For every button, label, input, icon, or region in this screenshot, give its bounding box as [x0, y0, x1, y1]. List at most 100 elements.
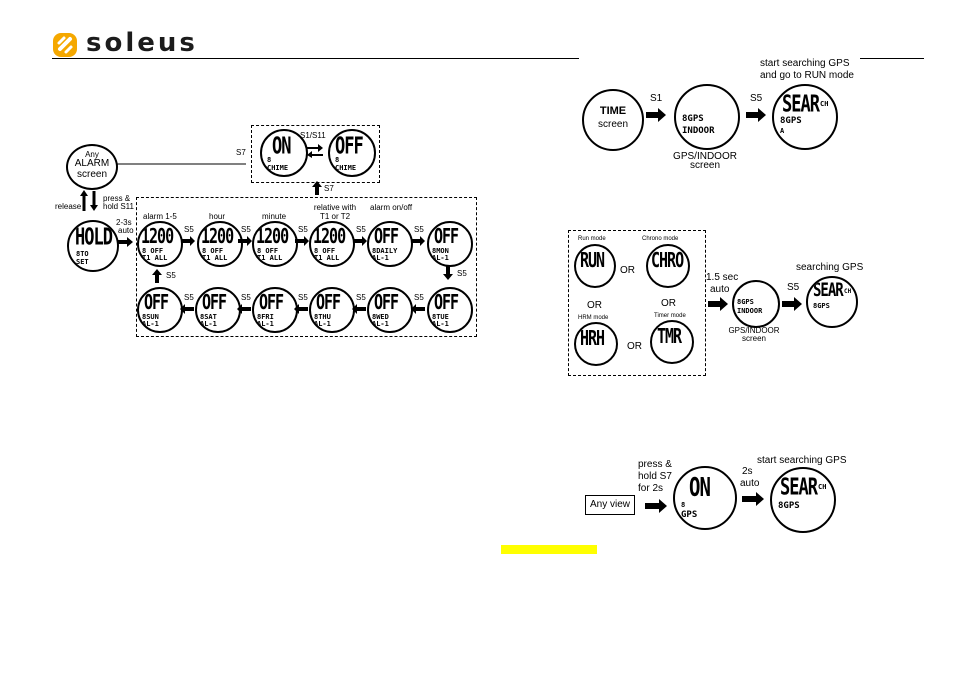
auto-time-label: 1.5 sec [706, 272, 739, 283]
lcd-sub1: 8 OFF [202, 247, 224, 255]
lcd-sub1: 8SUN [142, 313, 159, 321]
lcd-sub2: AL-1 [257, 320, 274, 328]
watch-wed: OFF 8WED AL-1 [367, 287, 413, 333]
arrow-right-icon [411, 236, 425, 246]
s5-label: S5 [356, 225, 366, 234]
watch-thu: OFF 8THU AL-1 [309, 287, 355, 333]
tmr-text: TMR [657, 324, 682, 349]
modes-box [568, 230, 706, 376]
s5-label: S5 [184, 225, 194, 234]
lcd-sub1: 8MON [432, 247, 449, 255]
searching-gps-watch: SEAR CH 8GPS [806, 276, 858, 328]
lcd-big: OFF [316, 290, 341, 315]
label-minute: minute [262, 212, 287, 221]
s5-label: S5 [787, 282, 800, 293]
sear-text: SEAR [813, 280, 844, 302]
s5-label: S5 [241, 225, 251, 234]
lcd-sub1: 8SAT [200, 313, 217, 321]
lcd-sub2: T1 ALL [142, 254, 168, 262]
auto-label: auto [118, 226, 134, 235]
timer-mode-label: Timer mode [654, 313, 686, 319]
arrow-left-icon [237, 304, 251, 314]
lcd-big: OFF [259, 290, 284, 315]
for-2s-label: for 2s [638, 483, 664, 494]
down-arrow-icon [443, 266, 453, 280]
lcd-sub1: 8TUE [432, 313, 449, 321]
or-label: OR [620, 265, 635, 276]
ch-text: CH [820, 100, 829, 108]
gps-text: 8GPS [737, 298, 754, 306]
watch-sat: OFF 8SAT AL-1 [195, 287, 241, 333]
off-text: OFF [335, 133, 364, 160]
arrow-right-icon [353, 236, 367, 246]
s5-label: S5 [298, 293, 308, 302]
screen-label: screen [76, 169, 107, 180]
gps-text: GPS [681, 510, 698, 520]
screen-label: screen [597, 119, 628, 130]
arrow-right-icon [295, 236, 309, 246]
chrono-mode-watch: CHRO [646, 244, 690, 288]
label-hour: hour [209, 212, 226, 221]
watch-relative: 1200 8 OFF T1 ALL [309, 221, 355, 267]
arrow-right-icon [117, 237, 133, 247]
lcd-sub2: AL-1 [432, 254, 449, 262]
lcd-sub2: T1 ALL [257, 254, 283, 262]
sear-text: SEAR [780, 474, 818, 501]
lcd-sub2: AL-1 [432, 320, 449, 328]
a-text: A [780, 127, 785, 135]
or-label: OR [661, 298, 676, 309]
time-screen-watch: TIME screen [582, 89, 644, 151]
gps-text: 8GPS [682, 114, 704, 124]
watch-sub1: 8 [681, 501, 686, 509]
chime-on-sub1: 8 [267, 156, 272, 164]
s5-label: S5 [750, 93, 763, 104]
lcd-sub2: AL-1 [200, 320, 217, 328]
up-arrow-icon [152, 269, 162, 283]
gps-text: 8GPS [813, 302, 830, 310]
s5-label: S5 [166, 271, 176, 280]
chime-on-sub2: CHIME [267, 164, 289, 172]
or-label: OR [587, 300, 602, 311]
arrow-left-icon [411, 304, 425, 314]
s7-label-mid: S7 [324, 184, 334, 193]
s1-label: S1 [650, 93, 663, 104]
gps-caption: GPS/INDOOR [673, 151, 737, 162]
any-label: Any [85, 150, 99, 159]
arrow-right-icon [238, 236, 252, 246]
watch-tue: OFF 8TUE AL-1 [427, 287, 473, 333]
label-alarm-1-5: alarm 1-5 [143, 212, 177, 221]
arrow-right-icon [742, 492, 764, 506]
start-searching-label: start searching GPS [757, 455, 847, 466]
watch-alarm-1-5: 1200 8 OFF T1 ALL [137, 221, 183, 267]
arrow-right-icon [782, 297, 802, 311]
hold-s11-label: hold S11 [103, 202, 134, 211]
watch-minute: 1200 8 OFF T1 ALL [252, 221, 298, 267]
gps-caption: GPS/INDOOR [728, 326, 780, 335]
gps-indoor-watch-2: 8GPS INDOOR [732, 280, 780, 328]
lcd-sub2: AL-1 [142, 320, 159, 328]
label-alarm-on-off: alarm on/off [370, 203, 413, 212]
run-mode-label: Run mode [578, 236, 606, 242]
gps-text: 8GPS [778, 501, 800, 511]
run-mode-watch: RUN [574, 244, 616, 288]
hrm-mode-watch: HRH [574, 322, 618, 366]
arrow-right-icon [645, 499, 667, 513]
indoor-text: INDOOR [682, 126, 715, 136]
brand-name: soleus [86, 28, 198, 58]
hrm-mode-label: HRM mode [578, 315, 609, 321]
arrow-right-icon [181, 236, 195, 246]
set-text: SET [76, 258, 89, 266]
arrow-right-icon [746, 108, 766, 122]
alarm-label: ALARM [74, 158, 110, 169]
auto-label: auto [710, 284, 730, 295]
lcd-sub1: 8WED [372, 313, 389, 321]
lcd-sub2: AL-1 [314, 320, 331, 328]
press-label: press & [638, 459, 672, 470]
chime-on-watch: ON 8 CHIME [260, 129, 308, 177]
indoor-text: INDOOR [737, 307, 763, 315]
on-text: ON [272, 133, 292, 160]
s5-label: S5 [241, 293, 251, 302]
start-searching-watch: SEAR CH 8GPS [770, 467, 836, 533]
gps-on-watch: ON 8 GPS [673, 466, 737, 530]
lcd-big: OFF [374, 290, 399, 315]
